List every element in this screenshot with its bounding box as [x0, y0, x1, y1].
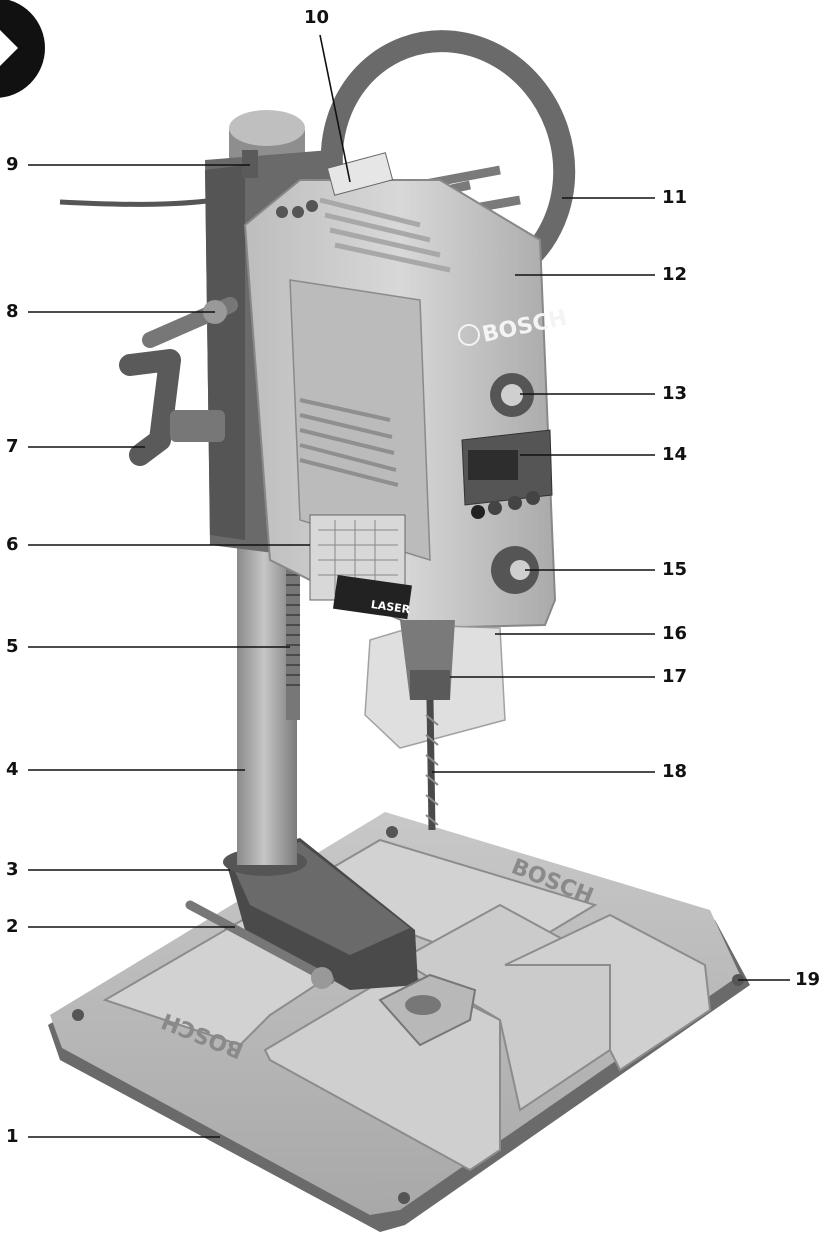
- callout-2: 2: [6, 916, 19, 937]
- callout-11: 11: [662, 187, 688, 208]
- power-cable: [59, 197, 216, 207]
- callout-18: 18: [662, 761, 688, 782]
- laser-label-text: LASER: [370, 598, 411, 616]
- callout-12: 12: [662, 264, 688, 285]
- callout-15: 15: [662, 559, 688, 580]
- callout-10: 10: [304, 7, 330, 28]
- callout-9: 9: [6, 154, 19, 175]
- leader-lines: [28, 34, 790, 1138]
- machine-housing: LASER BOSCH: [243, 152, 569, 630]
- callout-19: 19: [795, 969, 821, 990]
- callout-13: 13: [662, 383, 688, 404]
- callout-5: 5: [6, 636, 19, 657]
- corner-badge-icon: [0, 0, 45, 98]
- callout-17: 17: [662, 666, 688, 687]
- chuck-assembly: [364, 620, 506, 831]
- callout-14: 14: [662, 444, 688, 465]
- callout-16: 16: [662, 623, 688, 644]
- callout-8: 8: [6, 301, 19, 322]
- callout-1: 1: [6, 1126, 19, 1147]
- callout-4: 4: [6, 759, 19, 780]
- callout-3: 3: [6, 859, 19, 880]
- callout-7: 7: [6, 436, 19, 457]
- callout-6: 6: [6, 534, 19, 555]
